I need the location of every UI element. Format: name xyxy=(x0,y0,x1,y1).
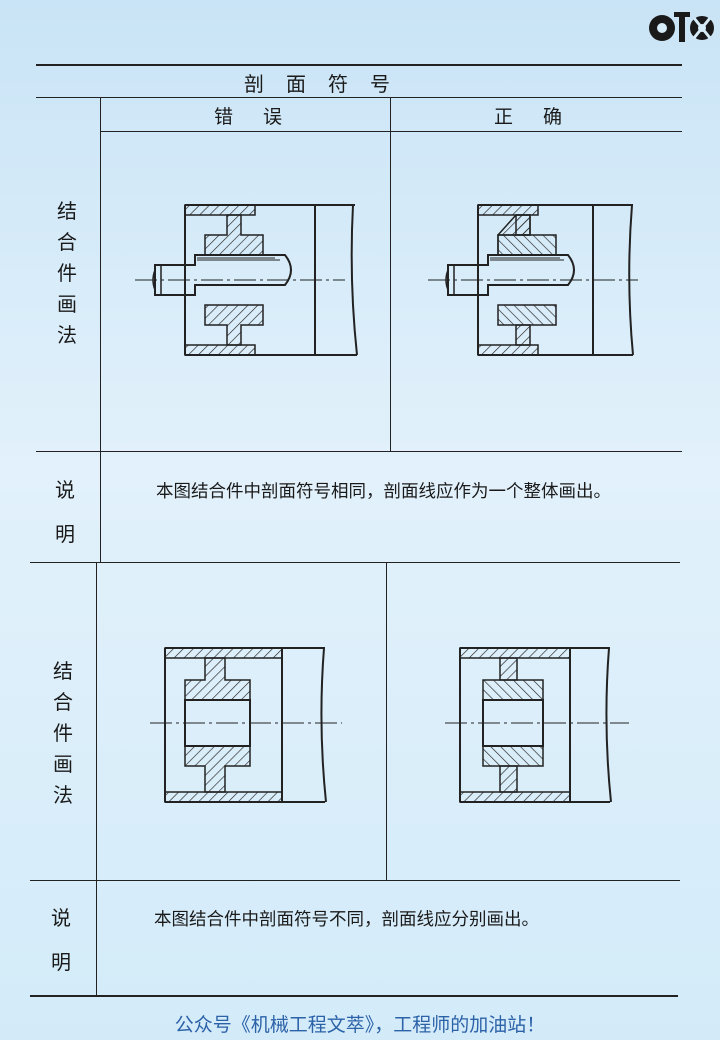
row3-rule xyxy=(30,880,680,881)
label-column-divider xyxy=(100,97,101,563)
wrong-right-divider-2 xyxy=(386,562,387,880)
table-top-rule xyxy=(36,64,682,66)
table-bottom-rule xyxy=(30,995,678,997)
column-wrong-header: 错误 xyxy=(214,106,313,128)
row1-note-label: 说明 xyxy=(55,478,75,546)
row1-rule xyxy=(36,451,682,452)
row2-rule xyxy=(30,562,680,563)
wrong-right-divider-1 xyxy=(390,97,391,452)
row2-note-label: 说明 xyxy=(51,906,71,974)
column-right-header: 正确 xyxy=(494,106,593,128)
gear-logo-icon xyxy=(649,12,714,42)
assembly-drawing-wrong-1 xyxy=(135,204,358,356)
table-title: 剖面符号 xyxy=(244,72,412,96)
row2-note-text: 本图结合件中剖面符号不同，剖面线应分别画出。 xyxy=(154,910,539,930)
row1-note-text: 本图结合件中剖面符号相同，剖面线应作为一个整体画出。 xyxy=(156,482,611,502)
label-column-divider-lower xyxy=(96,562,97,996)
assembly-drawing-wrong-2 xyxy=(150,647,342,803)
row1-label: 结合件画法 xyxy=(57,199,77,347)
header-rule xyxy=(36,97,682,98)
assembly-drawing-right-1 xyxy=(428,204,638,356)
subheader-rule xyxy=(100,131,682,132)
footer-caption: 公众号《机械工程文萃》，工程师的加油站！ xyxy=(174,1014,546,1036)
row2-label: 结合件画法 xyxy=(53,659,73,807)
assembly-drawing-right-2 xyxy=(445,647,629,803)
